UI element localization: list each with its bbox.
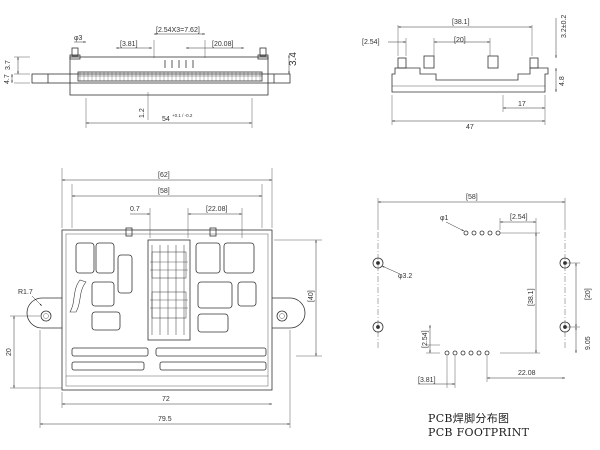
fp-dim-22-08: 22.08 [518,370,536,377]
side-body [391,67,549,93]
fp-bottom-pins [444,350,490,356]
dim-54: 54 [162,116,170,123]
dim-4-8: 4.8 [559,76,566,86]
dim-40: [40] [308,290,315,302]
footprint-view [372,198,580,388]
dim-20-08: [20.08] [212,41,233,48]
dim-54-tolerance: +0.1 / -0.2 [172,113,193,118]
top-body [61,229,273,391]
fp-dim-2-54-left: [2.54] [422,330,429,348]
dim-62: [62] [158,172,170,179]
fp-dim-20: [20] [585,288,592,300]
dim-72: 72 [162,396,170,403]
dim-58: [58] [158,188,170,195]
dim-20: [20] [454,37,466,44]
dim-38-1: [38.1] [452,19,470,26]
fp-hole-left-top [372,257,384,269]
right-mount-hole [276,310,288,322]
side-view-labels: [38.1] 3.2±0.2 [2.54] [20] 4.8 17 47 [362,15,568,131]
front-view-labels: φ3 3.7 4.7 [3.81] [2.54X3=7.62] [20.08] … [4,27,299,123]
footprint-labels: [58] φ1 [2.54] φ3.2 [38.1] [20] 9.05 [2.… [398,194,592,384]
fp-dim-58: [58] [466,194,478,201]
fp-dim-2-54-top: [2.54] [510,214,528,221]
dim-3-81: [3.81] [120,41,138,48]
fp-hole-left-bottom [372,321,384,333]
fp-top-pins [463,230,501,236]
dim-pitch: [2.54X3=7.62] [156,27,200,34]
front-body [69,56,269,96]
top-view [10,168,322,428]
dim-47: 47 [466,124,474,131]
dim-22-08: [22.08] [206,206,227,213]
dim-1-2: 1.2 [139,108,146,118]
right-ear [272,297,306,329]
dim-0-7: 0.7 [130,206,140,213]
front-pins [164,60,194,68]
top-view-labels: [62] [58] 0.7 [22.08] R1.7 [40] 20 72 79… [6,172,315,423]
front-flange [31,73,291,84]
dim-17: 17 [518,101,526,108]
dim-r1-7: R1.7 [18,289,33,296]
dim-4-7: 4.7 [4,74,11,84]
left-mount-hole [40,310,52,322]
footprint-caption-en: PCB FOOTPRINT [428,426,530,439]
dim-79-5: 79.5 [158,416,172,423]
dim-phi3: φ3 [74,35,83,42]
footprint-caption-cn: PCB焊脚分布图 [428,412,510,425]
front-view [11,33,291,128]
dim-3-7: 3.7 [5,60,12,70]
side-view [388,18,557,125]
fp-dim-38-1: [38.1] [528,288,535,306]
left-ear [26,297,62,329]
dim-2-54: [2.54] [362,39,380,46]
dim-3-2: 3.2±0.2 [561,15,568,38]
fp-dim-phi3-2: φ3.2 [398,273,412,280]
dim-20-height: 20 [6,348,13,356]
dim-3-4: 3.4 [288,52,299,66]
fp-dim-9-05: 9.05 [585,336,592,350]
fp-dim-3-81: [3.81] [418,377,436,384]
fp-dim-phi1: φ1 [440,215,449,222]
card-slot [77,71,263,82]
contact-channel [147,239,191,341]
